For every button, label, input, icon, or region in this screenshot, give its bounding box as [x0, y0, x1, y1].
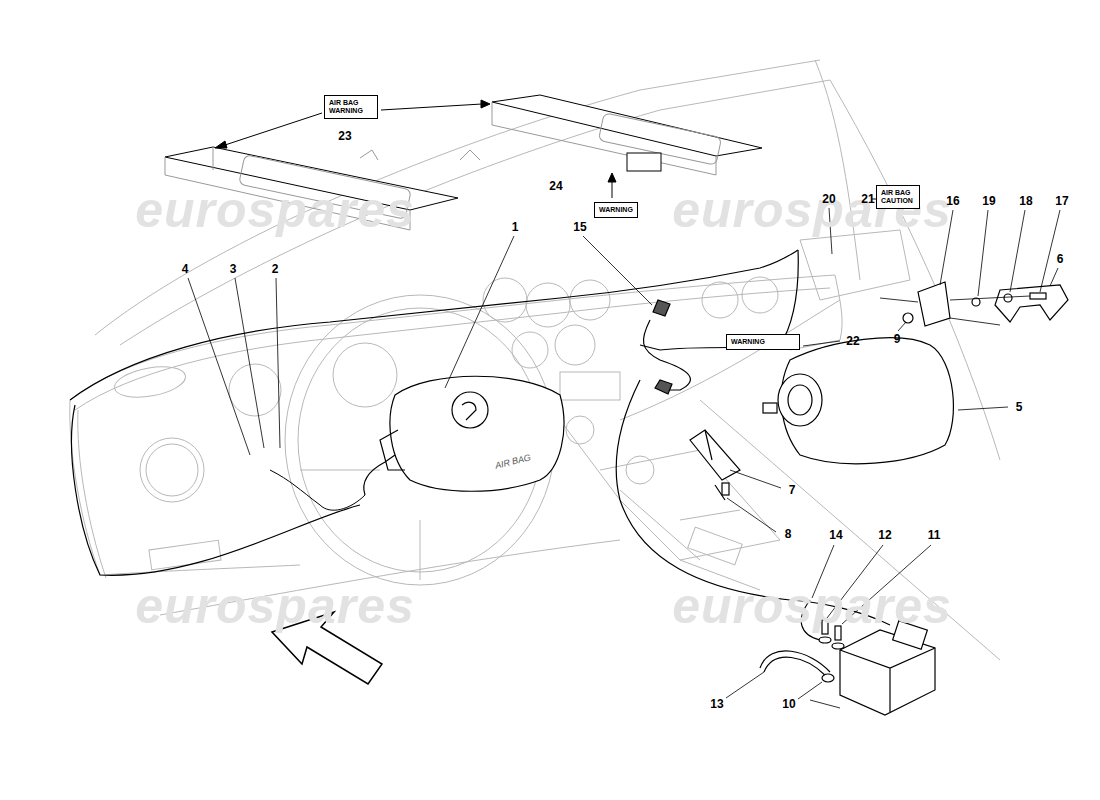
warning-sticker: AIR BAG CAUTION: [876, 185, 920, 209]
callout-number: 14: [829, 529, 842, 541]
callout-number: 9: [894, 333, 901, 345]
callout-number: 2: [272, 263, 279, 275]
callout-number: 16: [946, 195, 959, 207]
warning-sticker: WARNING: [726, 334, 800, 350]
callout-number: 19: [982, 195, 995, 207]
callout-number: 11: [928, 529, 941, 541]
sticker-text: AIR BAG WARNING: [329, 99, 373, 115]
callout-number: 18: [1019, 195, 1032, 207]
callout-number: 24: [549, 180, 562, 192]
callout-number: 6: [1057, 253, 1064, 265]
watermark: eurospares: [135, 581, 415, 631]
callout-number: 22: [846, 335, 859, 347]
callout-number: 15: [573, 221, 586, 233]
callout-number: 17: [1055, 195, 1068, 207]
callout-number: 5: [1016, 401, 1023, 413]
callout-number: 12: [878, 529, 891, 541]
sticker-text: AIR BAG CAUTION: [881, 189, 915, 205]
callout-number: 20: [822, 193, 835, 205]
callout-number: 13: [710, 698, 723, 710]
sticker-text: WARNING: [599, 206, 633, 214]
callout-number: 7: [789, 484, 796, 496]
callout-number: 1: [512, 221, 519, 233]
callout-number: 23: [338, 130, 351, 142]
callout-number: 8: [785, 528, 792, 540]
callout-number: 21: [861, 193, 874, 205]
callout-number: 10: [782, 698, 795, 710]
warning-sticker: AIR BAG WARNING: [324, 95, 378, 119]
watermark: eurospares: [135, 185, 415, 235]
warning-sticker: WARNING: [594, 202, 638, 218]
callout-number: 4: [182, 263, 189, 275]
watermark: eurospares: [672, 581, 952, 631]
callout-number: 3: [230, 263, 237, 275]
sticker-text: WARNING: [731, 338, 795, 346]
